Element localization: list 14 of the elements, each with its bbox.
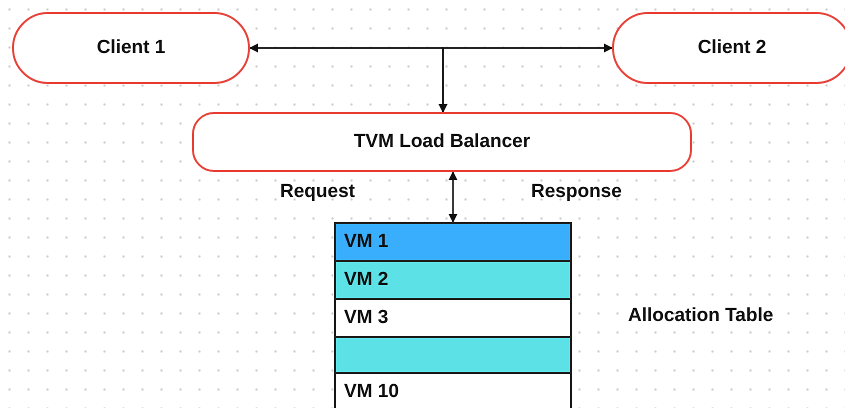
client-pill: Client 1 bbox=[12, 12, 250, 84]
text-label: Response bbox=[531, 181, 622, 203]
table-row: VM 3 bbox=[334, 298, 572, 338]
text-label: Allocation Table bbox=[628, 305, 774, 327]
load-balancer-box: TVM Load Balancer bbox=[192, 112, 692, 172]
empty-table-row bbox=[334, 336, 572, 374]
arrow bbox=[448, 171, 458, 223]
table-row: VM 2 bbox=[334, 260, 572, 300]
table-row: VM 10 bbox=[334, 372, 572, 408]
arrow bbox=[438, 47, 612, 113]
arrow bbox=[249, 44, 613, 52]
text-label: Request bbox=[280, 181, 355, 203]
client-pill: Client 2 bbox=[612, 12, 845, 84]
table-row: VM 1 bbox=[334, 222, 572, 262]
